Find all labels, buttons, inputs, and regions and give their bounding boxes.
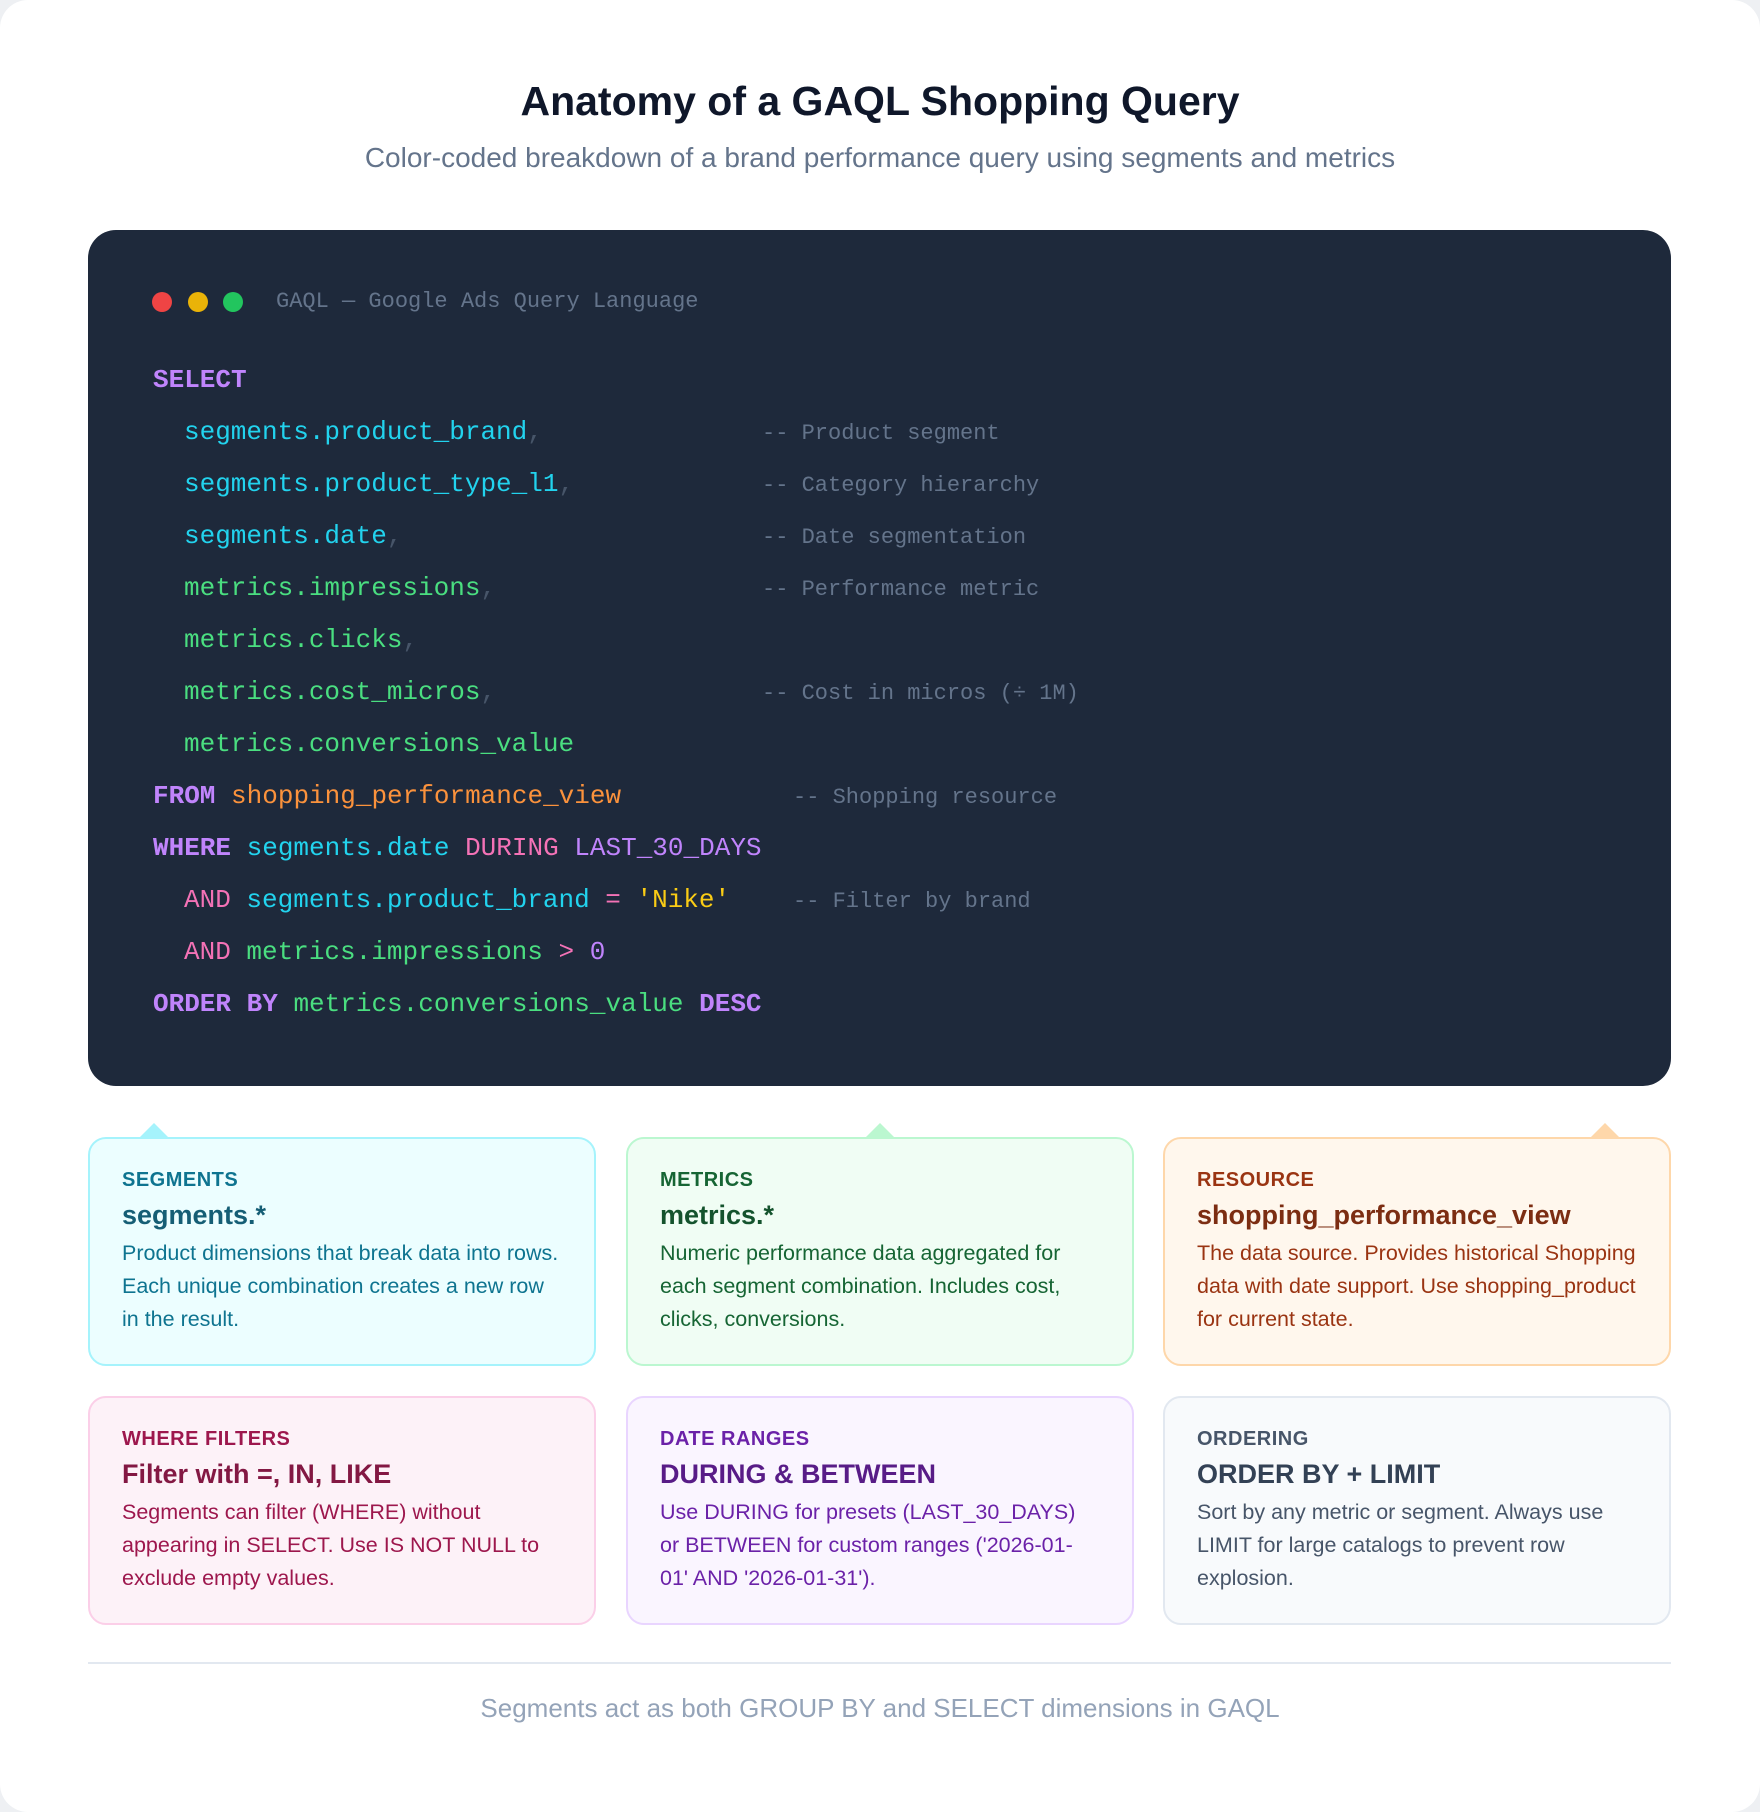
code-token: , bbox=[386, 521, 403, 551]
card-title: metrics.* bbox=[660, 1200, 775, 1230]
info-card-ordering: ORDERING ORDER BY + LIMIT Sort by any me… bbox=[1163, 1396, 1671, 1625]
code-line: segments.product_type_l1, bbox=[184, 469, 574, 499]
yellow-dot-icon bbox=[188, 292, 208, 312]
card-body: Use DURING for presets (LAST_30_DAYS) or… bbox=[660, 1500, 1076, 1590]
code-token: DESC bbox=[683, 989, 762, 1019]
code-line: segments.product_brand, bbox=[184, 417, 543, 447]
pointer-arrow-icon bbox=[1591, 1123, 1619, 1137]
code-token: , bbox=[558, 469, 575, 499]
code-line: AND metrics.impressions > 0 bbox=[184, 937, 605, 967]
code-comment: -- Performance metric bbox=[762, 577, 1040, 602]
code-token: segments.product_brand bbox=[184, 417, 528, 447]
code-window bbox=[88, 230, 1671, 1086]
code-comment: -- Date segmentation bbox=[762, 525, 1027, 550]
code-token bbox=[231, 937, 247, 967]
card-label: METRICS bbox=[660, 1169, 754, 1191]
code-token: LAST_30_DAYS bbox=[558, 833, 762, 863]
code-token: segments.date bbox=[246, 833, 450, 863]
code-token: metrics.conversions_value bbox=[293, 989, 684, 1019]
code-token: metrics.conversions_value bbox=[184, 729, 575, 759]
code-line: metrics.conversions_value bbox=[184, 729, 574, 759]
code-token: SELECT bbox=[153, 365, 247, 395]
code-token: , bbox=[527, 417, 543, 447]
code-token: ORDER BY bbox=[153, 989, 278, 1019]
card-body: Product dimensions that break data into … bbox=[122, 1241, 559, 1331]
code-line: FROM shopping_performance_view bbox=[153, 781, 621, 811]
code-token: AND bbox=[184, 885, 231, 915]
code-token bbox=[278, 989, 294, 1019]
code-comment: -- Cost in micros (÷ 1M) bbox=[762, 681, 1079, 706]
card-title: DURING & BETWEEN bbox=[660, 1459, 936, 1489]
code-token: metrics.impressions bbox=[184, 573, 481, 603]
info-card-resource: RESOURCE shopping_performance_view The d… bbox=[1163, 1137, 1671, 1366]
code-token: , bbox=[402, 625, 419, 655]
footer-note: Segments act as both GROUP BY and SELECT… bbox=[480, 1693, 1280, 1723]
code-token: metrics.impressions bbox=[246, 937, 543, 967]
code-line: SELECT bbox=[153, 365, 247, 395]
code-token: segments.product_brand bbox=[246, 885, 590, 915]
info-card-segments: SEGMENTS segments.* Product dimensions t… bbox=[88, 1137, 596, 1366]
code-comment: -- Shopping resource bbox=[793, 785, 1058, 810]
code-comment: -- Category hierarchy bbox=[762, 473, 1040, 498]
code-line: WHERE segments.date DURING LAST_30_DAYS bbox=[153, 833, 762, 863]
card-body: Sort by any metric or segment. Always us… bbox=[1197, 1500, 1604, 1590]
info-card-where-filters: WHERE FILTERS Filter with =, IN, LIKE Se… bbox=[88, 1396, 596, 1625]
card-label: ORDERING bbox=[1197, 1428, 1309, 1450]
card-label: DATE RANGES bbox=[660, 1428, 810, 1450]
code-token: segments.product_type_l1 bbox=[184, 469, 559, 499]
code-token: FROM bbox=[153, 781, 216, 811]
info-card-date-ranges: DATE RANGES DURING & BETWEEN Use DURING … bbox=[626, 1396, 1134, 1625]
card-body: Segments can filter (WHERE) without appe… bbox=[122, 1500, 540, 1590]
page-subtitle: Color-coded breakdown of a brand perform… bbox=[364, 142, 1396, 173]
card-body: Numeric performance data aggregated for … bbox=[660, 1241, 1061, 1331]
code-token bbox=[231, 833, 247, 863]
code-comment: -- Filter by brand bbox=[793, 889, 1031, 914]
code-line: metrics.impressions, bbox=[184, 573, 496, 603]
code-line: metrics.cost_micros, bbox=[184, 677, 496, 707]
code-token: 0 bbox=[589, 937, 606, 967]
card-body: The data source. Provides historical Sho… bbox=[1197, 1241, 1636, 1331]
card-title: segments.* bbox=[122, 1200, 267, 1230]
pointer-arrow-icon bbox=[866, 1123, 894, 1137]
code-token: DURING bbox=[449, 833, 559, 863]
code-token: , bbox=[480, 677, 497, 707]
green-dot-icon bbox=[223, 292, 243, 312]
code-token: , bbox=[480, 573, 497, 603]
code-token bbox=[215, 781, 231, 811]
code-comment: -- Product segment bbox=[762, 421, 1000, 446]
pointer-arrow-icon bbox=[140, 1123, 168, 1137]
code-token: WHERE bbox=[153, 833, 232, 863]
card-label: RESOURCE bbox=[1197, 1169, 1315, 1191]
code-line: ORDER BY metrics.conversions_value DESC bbox=[153, 989, 762, 1019]
red-dot-icon bbox=[152, 292, 172, 312]
code-token: > bbox=[542, 937, 590, 967]
card-title: ORDER BY + LIMIT bbox=[1197, 1459, 1441, 1489]
divider bbox=[88, 1662, 1671, 1664]
code-line: AND segments.product_brand = 'Nike' bbox=[184, 885, 730, 915]
code-window-title: GAQL — Google Ads Query Language bbox=[276, 289, 699, 314]
code-token: = bbox=[589, 885, 637, 915]
code-token: metrics.clicks bbox=[184, 625, 403, 655]
code-line: segments.date, bbox=[184, 521, 402, 551]
info-card-metrics: METRICS metrics.* Numeric performance da… bbox=[626, 1137, 1134, 1366]
page-title: Anatomy of a GAQL Shopping Query bbox=[520, 78, 1240, 124]
card-label: SEGMENTS bbox=[122, 1169, 239, 1191]
code-token: metrics.cost_micros bbox=[184, 677, 481, 707]
code-token: segments.date bbox=[184, 521, 387, 551]
code-token bbox=[231, 885, 247, 915]
code-token: AND bbox=[184, 937, 231, 967]
code-token: 'Nike' bbox=[636, 885, 731, 915]
card-title: Filter with =, IN, LIKE bbox=[122, 1459, 392, 1489]
card-label: WHERE FILTERS bbox=[122, 1428, 291, 1450]
card-title: shopping_performance_view bbox=[1197, 1200, 1571, 1230]
code-line: metrics.clicks, bbox=[184, 625, 418, 655]
code-token: shopping_performance_view bbox=[231, 781, 622, 811]
